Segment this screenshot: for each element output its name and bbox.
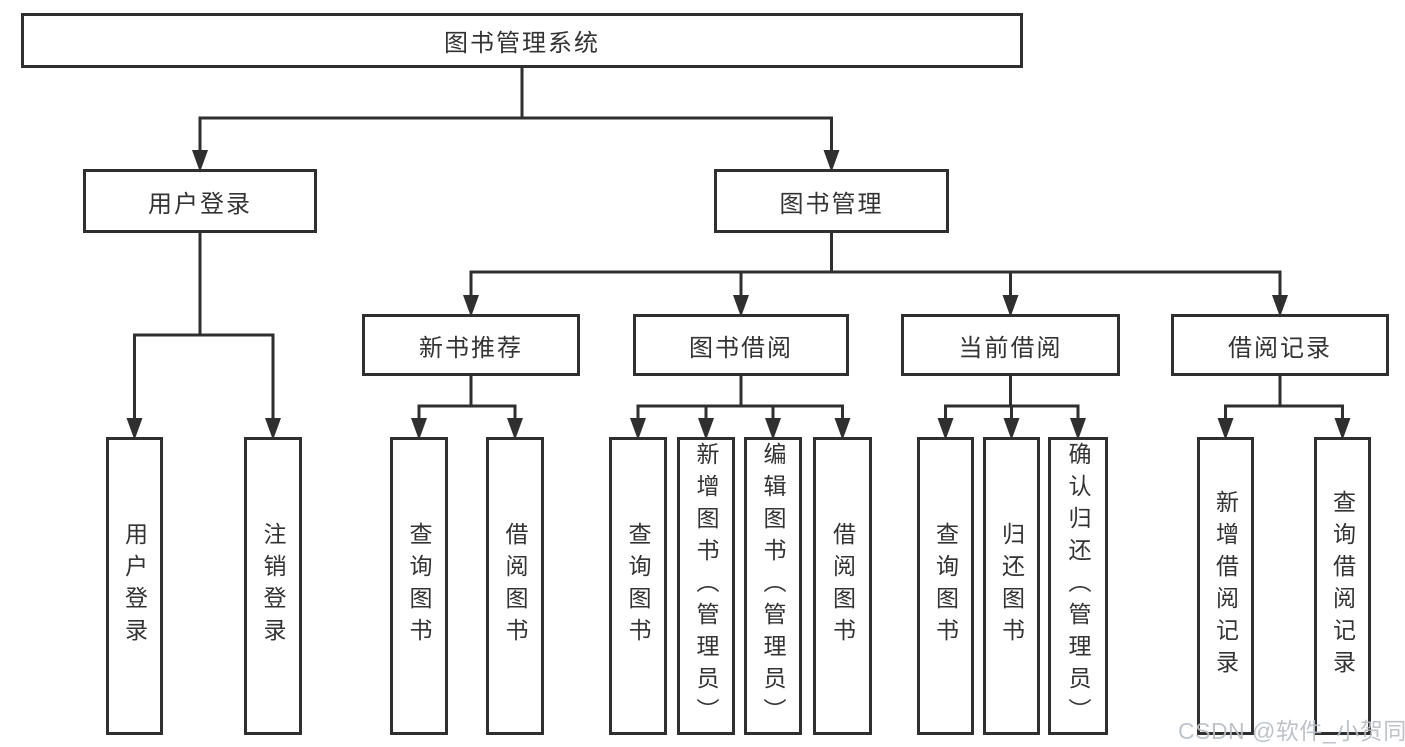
edge-borrow-records: [1217, 373, 1351, 440]
arrowhead-icon: [1070, 418, 1086, 440]
arrowhead-icon: [834, 418, 851, 440]
node-new-book: 新书推荐: [362, 314, 580, 376]
arrowhead-icon: [698, 418, 714, 440]
arrowhead-icon: [463, 295, 479, 317]
arrowhead-icon: [192, 150, 208, 172]
node-login-action: 用户登录: [106, 437, 163, 735]
arrowhead-icon: [1334, 418, 1351, 440]
node-bb-edit: 编辑图书（管理员）: [744, 437, 802, 735]
watermark-text: CSDN @软件_小贺同学: [1178, 718, 1405, 744]
node-label-bb-borrow: 借阅图书: [829, 522, 856, 650]
node-label-root: 图书管理系统: [444, 30, 600, 57]
arrowhead-icon: [1002, 295, 1019, 317]
arrowhead-icon: [265, 418, 281, 440]
node-borrow-records: 借阅记录: [1171, 314, 1389, 376]
arrowhead-icon: [1003, 418, 1020, 440]
node-br-query: 查询借阅记录: [1314, 437, 1371, 735]
node-label-bb-edit: 编辑图书（管理员）: [760, 442, 786, 730]
arrowhead-icon: [411, 418, 427, 440]
node-root: 图书管理系统: [21, 13, 1023, 68]
arrowhead-icon: [126, 418, 143, 440]
node-label-br-add: 新增借阅记录: [1212, 490, 1239, 682]
node-label-logout-action: 注销登录: [260, 522, 286, 650]
node-book-mgmt: 图书管理: [714, 169, 949, 233]
node-br-add: 新增借阅记录: [1197, 437, 1254, 735]
node-label-cb-query: 查询图书: [932, 522, 959, 650]
node-label-bb-add: 新增图书（管理员）: [693, 442, 719, 730]
node-label-bb-query: 查询图书: [625, 522, 651, 650]
node-label-br-query: 查询借阅记录: [1329, 490, 1356, 682]
edge-current-borrow: [937, 373, 1086, 440]
edge-root: [192, 65, 840, 172]
node-cb-query: 查询图书: [917, 437, 974, 735]
arrowhead-icon: [733, 295, 749, 317]
edge-book-mgmt: [463, 230, 1288, 317]
node-user-login: 用户登录: [83, 169, 317, 233]
arrowhead-icon: [823, 150, 840, 172]
node-bb-query: 查询图书: [609, 437, 667, 735]
node-nb-borrow: 借阅图书: [486, 437, 544, 735]
edge-book-borrow: [630, 373, 851, 440]
node-bb-add: 新增图书（管理员）: [677, 437, 735, 735]
node-label-cb-confirm: 确认归还（管理员）: [1065, 442, 1091, 730]
node-label-borrow-records: 借阅记录: [1228, 334, 1332, 362]
node-nb-query: 查询图书: [390, 437, 448, 735]
arrowhead-icon: [1217, 418, 1234, 440]
node-label-user-login: 用户登录: [148, 190, 252, 218]
arrowhead-icon: [1272, 295, 1288, 317]
node-label-nb-borrow: 借阅图书: [502, 522, 528, 650]
node-cb-return: 归还图书: [983, 437, 1040, 735]
arrowhead-icon: [630, 418, 646, 440]
node-label-new-book: 新书推荐: [419, 334, 523, 362]
edge-user-login: [126, 230, 281, 440]
node-label-book-borrow: 图书借阅: [689, 334, 793, 362]
node-cb-confirm: 确认归还（管理员）: [1048, 437, 1108, 735]
node-label-cb-return: 归还图书: [998, 522, 1025, 650]
node-label-book-mgmt: 图书管理: [779, 190, 884, 218]
edge-new-book: [411, 373, 523, 440]
node-label-nb-query: 查询图书: [406, 522, 432, 650]
arrowhead-icon: [937, 418, 954, 440]
node-current-borrow: 当前借阅: [901, 314, 1120, 376]
arrowhead-icon: [765, 418, 781, 440]
node-label-current-borrow: 当前借阅: [958, 334, 1063, 362]
node-bb-borrow: 借阅图书: [813, 437, 872, 735]
arrowhead-icon: [507, 418, 523, 440]
node-logout-action: 注销登录: [244, 437, 302, 735]
node-book-borrow: 图书借阅: [633, 314, 849, 376]
node-label-login-action: 用户登录: [121, 522, 148, 650]
